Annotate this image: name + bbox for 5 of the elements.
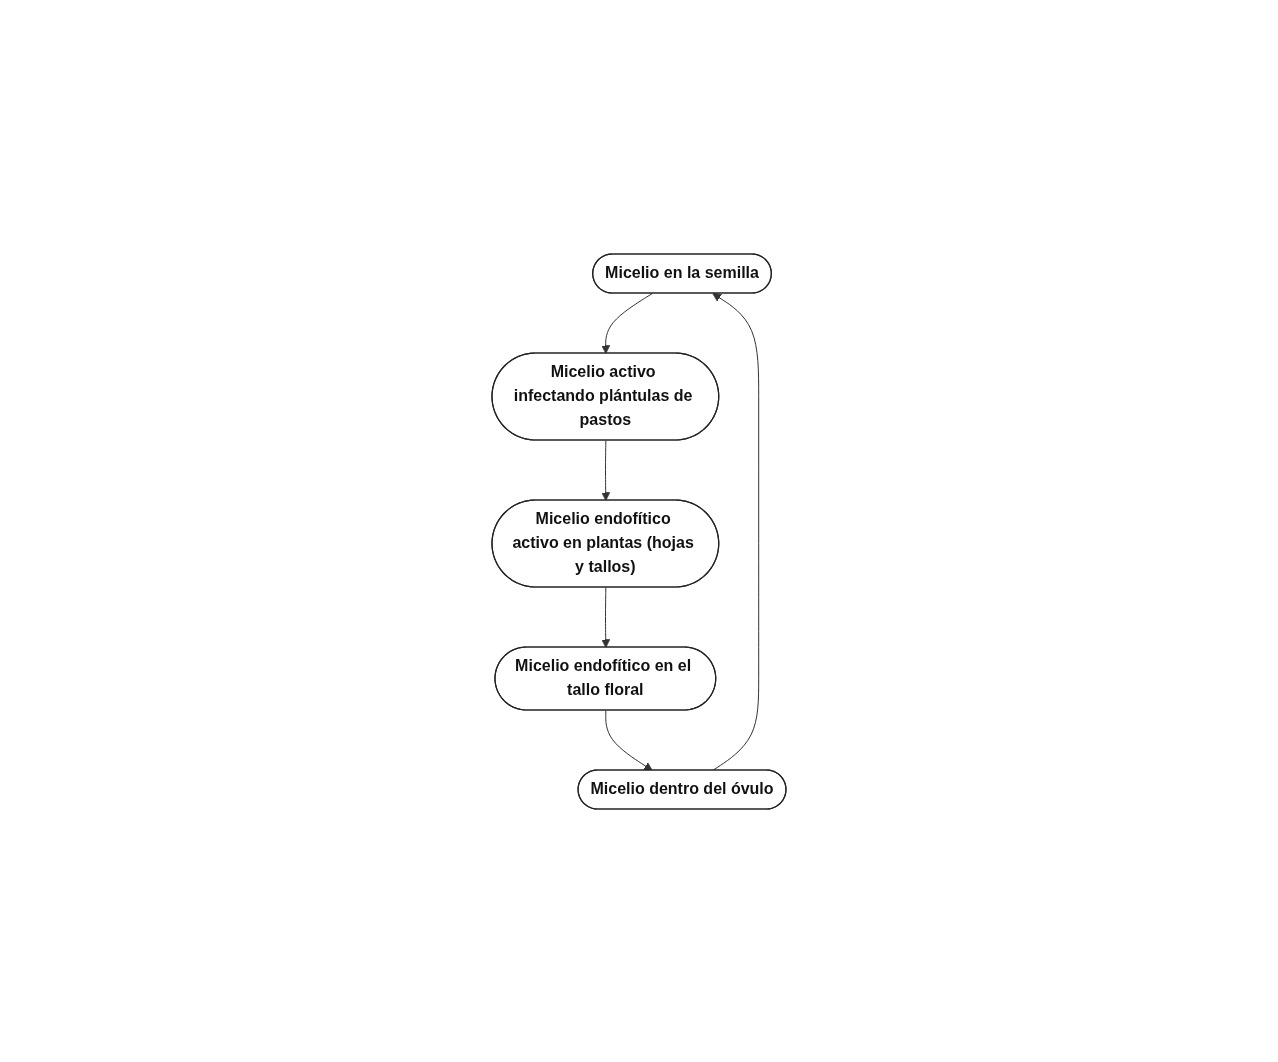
- arrow: [601, 586, 611, 648]
- arrow: [601, 292, 653, 354]
- arrow: [601, 439, 611, 501]
- arrow: [605, 709, 653, 771]
- arrow: [712, 292, 760, 771]
